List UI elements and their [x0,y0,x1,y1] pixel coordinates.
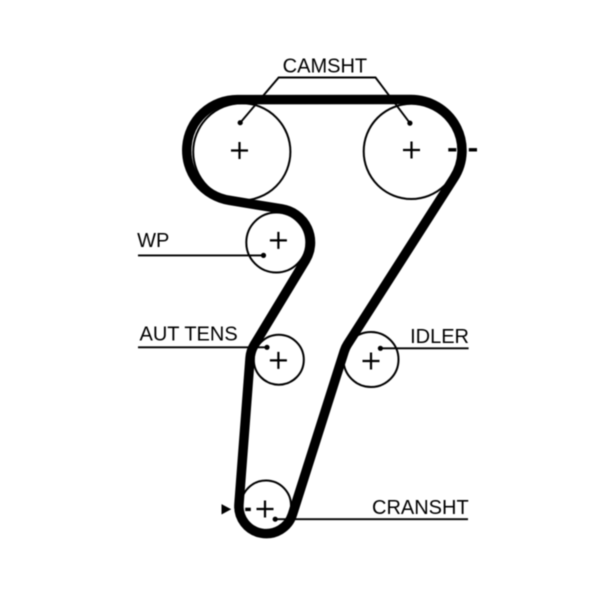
svg-text:CRANSHT: CRANSHT [372,497,469,519]
svg-text:IDLER: IDLER [410,326,469,348]
svg-text:WP: WP [137,230,169,252]
svg-text:CAMSHT: CAMSHT [283,56,367,78]
svg-text:AUT TENS: AUT TENS [140,324,238,346]
